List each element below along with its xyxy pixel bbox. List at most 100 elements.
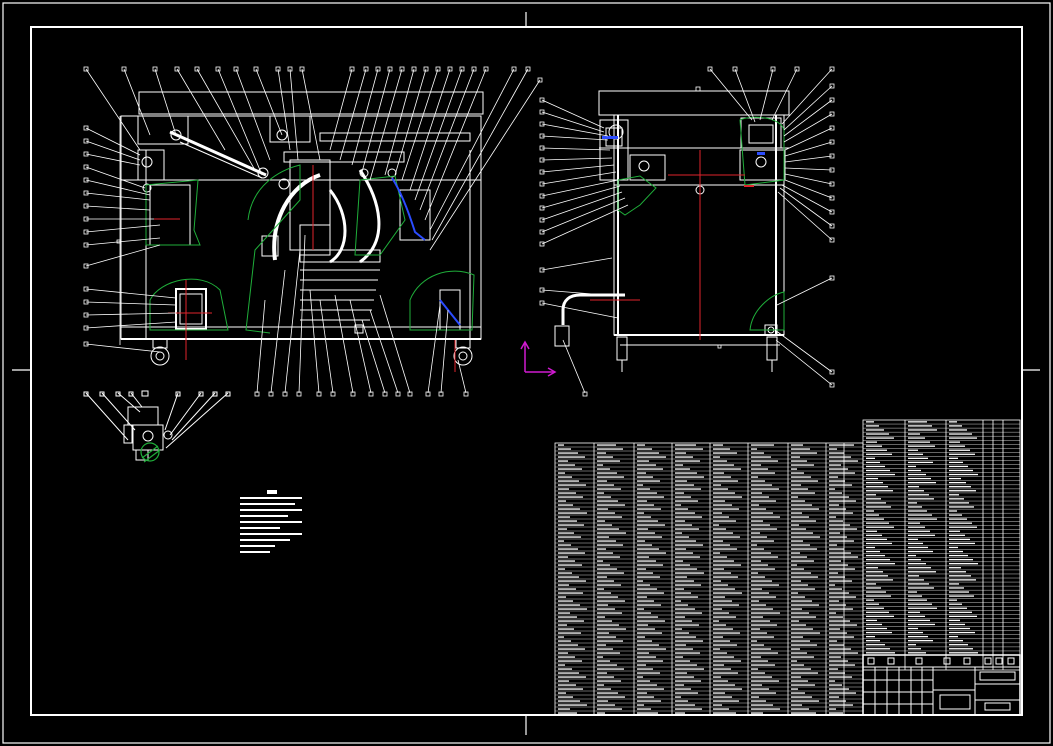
bom-cell-mark — [558, 484, 586, 486]
bom-cell-mark — [908, 473, 926, 476]
bom-cell-mark — [597, 676, 614, 678]
bom-cell-mark — [751, 612, 780, 614]
bom-cell-mark — [829, 708, 836, 710]
bom-cell-mark — [751, 456, 771, 458]
bom-cell-mark — [558, 576, 579, 578]
bom-cell-mark — [637, 528, 648, 530]
bom-cell-mark — [829, 480, 845, 482]
bom-cell-mark — [597, 496, 611, 498]
bom-cell-mark — [637, 588, 657, 590]
front-view-hidden-regions — [145, 164, 475, 334]
bom-cell-mark — [751, 600, 759, 602]
bom-cell-mark — [597, 624, 619, 626]
bom-cell-mark — [637, 572, 653, 574]
bom-cell-mark — [597, 668, 624, 670]
bom-cell-mark — [866, 546, 875, 549]
bom-cell-mark — [675, 660, 690, 662]
bom-cell-mark — [675, 704, 695, 706]
bom-cell-mark — [866, 522, 889, 524]
bom-cell-mark — [949, 591, 969, 593]
bom-cell-mark — [713, 652, 727, 654]
bom-cell-mark — [713, 496, 742, 498]
bom-cell-mark — [558, 468, 582, 470]
bom-cell-mark — [791, 584, 808, 586]
bom-cell-mark — [597, 708, 622, 710]
bom-cell-mark — [829, 664, 855, 666]
bom-cell-mark — [791, 468, 797, 470]
bom-cell-mark — [829, 452, 844, 454]
bom-cell-mark — [866, 445, 882, 447]
bom-cell-mark — [558, 696, 573, 698]
bom-cell-mark — [829, 576, 845, 578]
bom-cell-mark — [829, 496, 849, 498]
bom-cell-mark — [791, 444, 803, 446]
bom-cell-mark — [713, 560, 734, 562]
bom-cell-mark — [791, 500, 805, 502]
bom-cell-mark — [597, 600, 625, 602]
bom-cell-mark — [908, 498, 934, 500]
bom-cell-mark — [558, 516, 570, 518]
bom-cell-mark — [949, 502, 969, 504]
bom-cell-mark — [713, 444, 723, 446]
bom-cell-mark — [637, 668, 653, 670]
bom-cell-mark — [949, 611, 972, 613]
bom-cell-mark — [866, 607, 884, 609]
bom-cell-mark — [866, 615, 894, 617]
bom-cell-mark — [829, 616, 843, 618]
bom-cell-mark — [866, 558, 890, 561]
bom-cell-mark — [558, 692, 566, 694]
bom-cell-mark — [558, 676, 586, 678]
bom-cell-mark — [866, 449, 887, 451]
bom-cell-mark — [791, 612, 809, 614]
bom-cell-mark — [675, 548, 686, 550]
bom-cell-mark — [637, 648, 666, 650]
bom-cell-mark — [713, 644, 737, 646]
bom-cell-mark — [751, 680, 779, 682]
bom-cell-mark — [713, 632, 740, 634]
bom-cell-mark — [713, 508, 739, 510]
bom-cell-mark — [791, 504, 812, 506]
bom-cell-mark — [829, 564, 848, 566]
bom-cell-mark — [829, 524, 850, 526]
bom-cell-mark — [751, 460, 778, 462]
bom-cell-mark — [949, 514, 962, 516]
bom-cell-mark — [908, 457, 928, 459]
bom-cell-mark — [751, 564, 768, 566]
bom-cell-mark — [829, 696, 839, 698]
bom-cell-mark — [866, 486, 888, 488]
bom-cell-mark — [949, 441, 960, 443]
bom-cell-mark — [751, 676, 772, 678]
bom-cell-mark — [713, 576, 738, 578]
bom-cell-mark — [866, 542, 892, 545]
bom-cell-mark — [713, 628, 733, 630]
bom-cell-mark — [675, 648, 693, 650]
bom-cell-mark — [866, 571, 883, 573]
bom-cell-mark — [908, 563, 926, 565]
bom-cell-mark — [637, 576, 660, 578]
bom-cell-mark — [949, 465, 968, 468]
side-view-accents — [602, 136, 765, 187]
bom-cell-mark — [637, 540, 645, 542]
bom-cell-mark — [751, 536, 767, 538]
technical-requirements-notes — [240, 490, 302, 553]
bom-cell-mark — [558, 568, 565, 570]
bom-cell-mark — [949, 498, 964, 500]
bom-cell-mark — [791, 696, 812, 698]
bom-cell-mark — [558, 668, 572, 670]
bom-cell-mark — [675, 544, 703, 546]
bom-cell-mark — [637, 692, 647, 694]
bom-cell-mark — [829, 656, 841, 658]
bom-cell-mark — [866, 510, 874, 512]
bom-cell-mark — [637, 512, 644, 514]
bom-cell-mark — [791, 672, 818, 674]
bom-cell-mark — [751, 576, 765, 578]
bom-cell-mark — [791, 704, 802, 706]
bom-cell-mark — [829, 688, 849, 690]
bom-cell-mark — [558, 664, 565, 666]
bom-cell-mark — [675, 652, 700, 654]
bom-cell-mark — [949, 615, 977, 617]
bom-cell-mark — [675, 448, 703, 450]
bom-cell-mark — [558, 612, 570, 614]
bom-cell-mark — [637, 504, 654, 506]
bom-cell-mark — [791, 600, 812, 602]
